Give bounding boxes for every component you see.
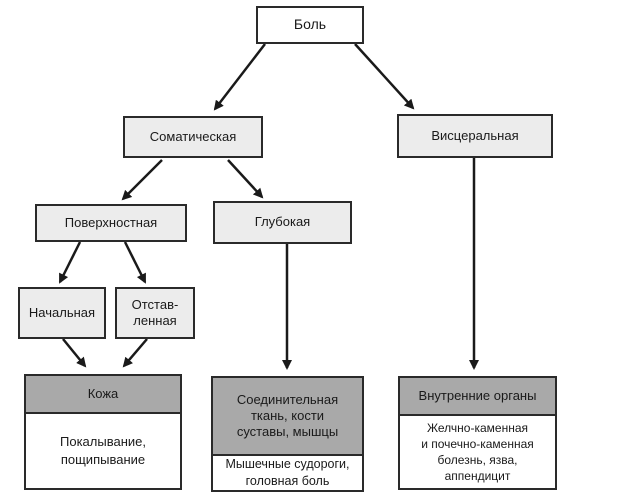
node-deep: Глубокая [213, 201, 352, 244]
arrow-superficial-to-delayed [123, 241, 147, 284]
node-delayed: Отстав- ленная [115, 287, 195, 339]
node-visceral: Висцеральная [397, 114, 553, 158]
node-pain: Боль [256, 6, 364, 44]
arrow-initial-to-skin [62, 338, 87, 368]
node-skin: Кожа [24, 374, 182, 414]
skin-examples: Покалывание, пощипывание [24, 414, 182, 490]
internal-examples: Желчно-каменная и почечно-каменная болез… [398, 416, 557, 490]
arrow-delayed-to-skin [122, 338, 148, 368]
arrow-root-to-somatic [213, 43, 266, 111]
node-somatic: Соматическая [123, 116, 263, 158]
arrow-somatic-to-deep [227, 159, 264, 199]
arrow-superficial-to-initial [58, 241, 82, 284]
arrow-root-to-visceral [354, 43, 415, 110]
node-internal-organs: Внутренние органы [398, 376, 557, 416]
node-initial: Начальная [18, 287, 106, 339]
node-superficial: Поверхностная [35, 204, 187, 242]
connective-examples: Мышечные судороги, головная боль [211, 456, 364, 492]
arrow-somatic-to-superficial [121, 159, 163, 201]
node-connective-tissue: Соединительная ткань, кости суставы, мыш… [211, 376, 364, 456]
